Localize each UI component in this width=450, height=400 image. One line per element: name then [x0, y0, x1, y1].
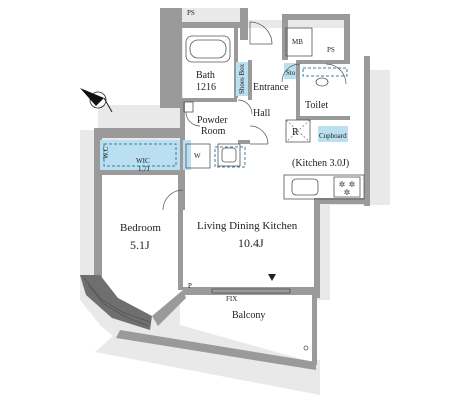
stove-icon: ✲ ✲ ✲	[333, 176, 361, 198]
bedroom-label: Bedroom	[120, 222, 161, 234]
bath-size-label: 1216	[196, 82, 216, 93]
storage-areas	[100, 62, 348, 170]
powder-room-line1: Powder	[197, 115, 228, 126]
svg-text:✲: ✲	[344, 188, 351, 197]
bath-label: Bath	[196, 70, 215, 81]
fixtures: ✲ ✲ ✲	[83, 27, 365, 351]
bedroom-area: 5.1J	[130, 238, 150, 252]
wic-label: WIC	[136, 157, 150, 165]
doors	[162, 21, 347, 211]
refrigerator-space	[285, 119, 311, 143]
hall-label: Hall	[253, 108, 270, 119]
north-arrow-icon	[80, 88, 113, 113]
wc-label: W.C	[102, 146, 110, 159]
fix-label: FIX	[226, 295, 237, 303]
sto-area	[284, 63, 296, 79]
drain	[303, 345, 309, 351]
linen-shelf	[183, 140, 191, 170]
ldk-area: 10.4J	[238, 236, 264, 250]
toilet-bowl	[315, 77, 329, 87]
sto-label: Sto	[286, 69, 296, 77]
ps-right-label: PS	[327, 46, 335, 54]
toilet-label: Toilet	[305, 100, 328, 111]
refrigerator-label: R	[292, 127, 299, 138]
mb-box	[285, 27, 313, 57]
svg-text:✲: ✲	[339, 180, 346, 189]
labels: PS PS MB Bath 1216 Shoes Box Sto Entranc…	[102, 9, 349, 321]
cupboard-label: Cupboard	[319, 132, 347, 140]
shoes-box-label: Shoes Box	[238, 63, 246, 94]
ldk-label: Living Dining Kitchen	[197, 220, 298, 232]
wic-area	[100, 140, 180, 170]
kitchen-sink	[291, 178, 319, 196]
powder-room-line2: Room	[201, 126, 226, 137]
pipe-label: P	[188, 282, 192, 290]
vanity-sink	[217, 143, 241, 167]
bathtub	[185, 35, 231, 63]
kitchen-counter	[283, 174, 365, 200]
washer-label: W	[194, 152, 201, 160]
washer-pan	[185, 143, 211, 169]
balcony-label: Balcony	[232, 310, 265, 321]
entrance-label: Entrance	[253, 82, 289, 93]
wic-size-label: 1.7J	[138, 165, 150, 173]
svg-text:✲: ✲	[349, 180, 356, 189]
kitchen-label: (Kitchen 3.0J)	[292, 158, 349, 169]
ps-top-label: PS	[187, 9, 195, 17]
cupboard-area	[318, 126, 348, 142]
mb-label: MB	[292, 38, 303, 46]
shoes-box-area	[236, 62, 248, 96]
entry-triangle-icon	[268, 274, 276, 281]
